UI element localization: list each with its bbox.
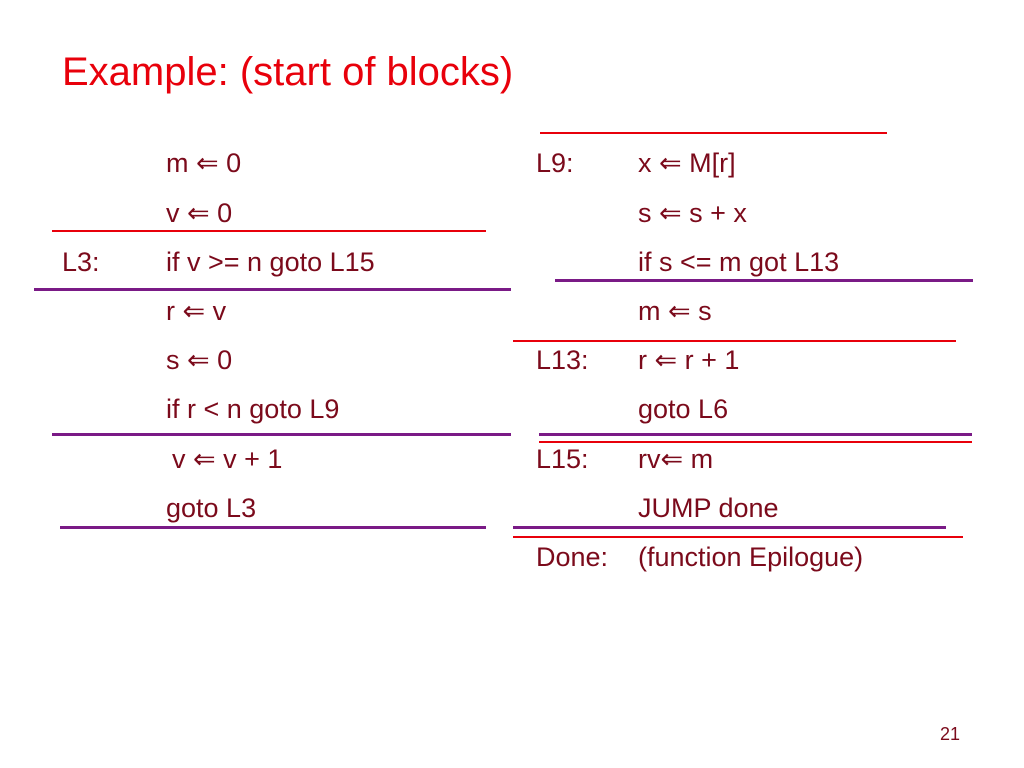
slide-title: Example: (start of blocks) xyxy=(62,50,514,94)
code-label: Done: xyxy=(536,542,609,572)
code-label: L13: xyxy=(536,345,589,375)
block-boundary-purple xyxy=(60,526,486,529)
block-boundary-purple xyxy=(539,433,972,436)
code-statement: s ⇐ s + x xyxy=(638,198,747,228)
code-statement: r ⇐ r + 1 xyxy=(638,345,740,375)
block-boundary-purple xyxy=(555,279,973,282)
code-statement: r ⇐ v xyxy=(166,296,227,326)
block-boundary-purple xyxy=(34,288,511,291)
code-statement: if r < n goto L9 xyxy=(166,394,340,424)
block-boundary-purple xyxy=(513,526,946,529)
code-label: L9: xyxy=(536,148,574,178)
block-boundary-purple xyxy=(52,433,511,436)
block-boundary-red xyxy=(513,340,956,342)
code-statement: if v >= n goto L15 xyxy=(166,247,375,277)
code-statement: v ⇐ 0 xyxy=(166,198,233,228)
code-statement: m ⇐ s xyxy=(638,296,712,326)
code-statement: JUMP done xyxy=(638,493,779,523)
code-statement: if s <= m got L13 xyxy=(638,247,840,277)
block-boundary-red xyxy=(513,536,963,538)
code-statement: (function Epilogue) xyxy=(638,542,864,572)
code-statement: m ⇐ 0 xyxy=(166,148,242,178)
block-boundary-red xyxy=(539,441,972,443)
block-boundary-red xyxy=(52,230,486,232)
code-statement: v ⇐ v + 1 xyxy=(172,444,283,474)
code-statement: goto L6 xyxy=(638,394,729,424)
code-label: L15: xyxy=(536,444,589,474)
code-statement: goto L3 xyxy=(166,493,257,523)
code-label: L3: xyxy=(62,247,100,277)
code-statement: rv⇐ m xyxy=(638,444,714,474)
code-statement: s ⇐ 0 xyxy=(166,345,233,375)
block-boundary-red xyxy=(540,132,887,134)
page-number: 21 xyxy=(940,724,961,744)
code-statement: x ⇐ M[r] xyxy=(638,148,736,178)
